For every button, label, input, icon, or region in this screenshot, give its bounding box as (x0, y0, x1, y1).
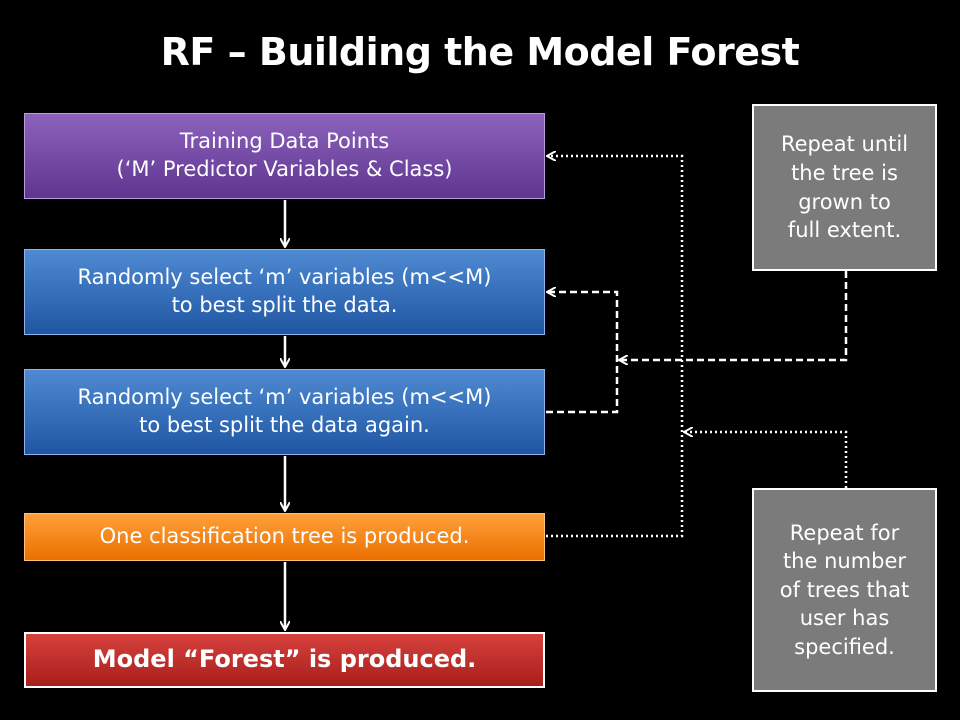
select-variables-label: Randomly select ‘m’ variables (m<<M) to … (77, 265, 492, 317)
forest-produced-label: Model “Forest” is produced. (92, 645, 477, 674)
training-data-label: Training Data Points (‘M’ Predictor Vari… (116, 129, 453, 181)
tree-produced-label: One classification tree is produced. (99, 524, 470, 549)
forest-produced-box: Model “Forest” is produced. (24, 632, 545, 688)
dotted-repeat-forest-connector (685, 432, 848, 488)
dashed-loop-to-select (546, 292, 619, 414)
repeat-tree-note: Repeat until the tree is grown to full e… (752, 104, 937, 271)
select-variables-again-label: Randomly select ‘m’ variables (m<<M) to … (77, 385, 492, 437)
repeat-forest-note: Repeat for the number of trees that user… (752, 488, 937, 692)
repeat-tree-label: Repeat until the tree is grown to full e… (780, 132, 909, 243)
repeat-forest-label: Repeat for the number of trees that user… (779, 520, 910, 659)
page-title: RF – Building the Model Forest (160, 30, 800, 74)
training-data-box: Training Data Points (‘M’ Predictor Vari… (24, 113, 545, 199)
select-variables-box: Randomly select ‘m’ variables (m<<M) to … (24, 249, 545, 335)
tree-produced-box: One classification tree is produced. (24, 513, 545, 561)
select-variables-again-box: Randomly select ‘m’ variables (m<<M) to … (24, 369, 545, 455)
dashed-repeat-tree-connector (620, 271, 848, 360)
dotted-loop-to-training (546, 156, 684, 538)
